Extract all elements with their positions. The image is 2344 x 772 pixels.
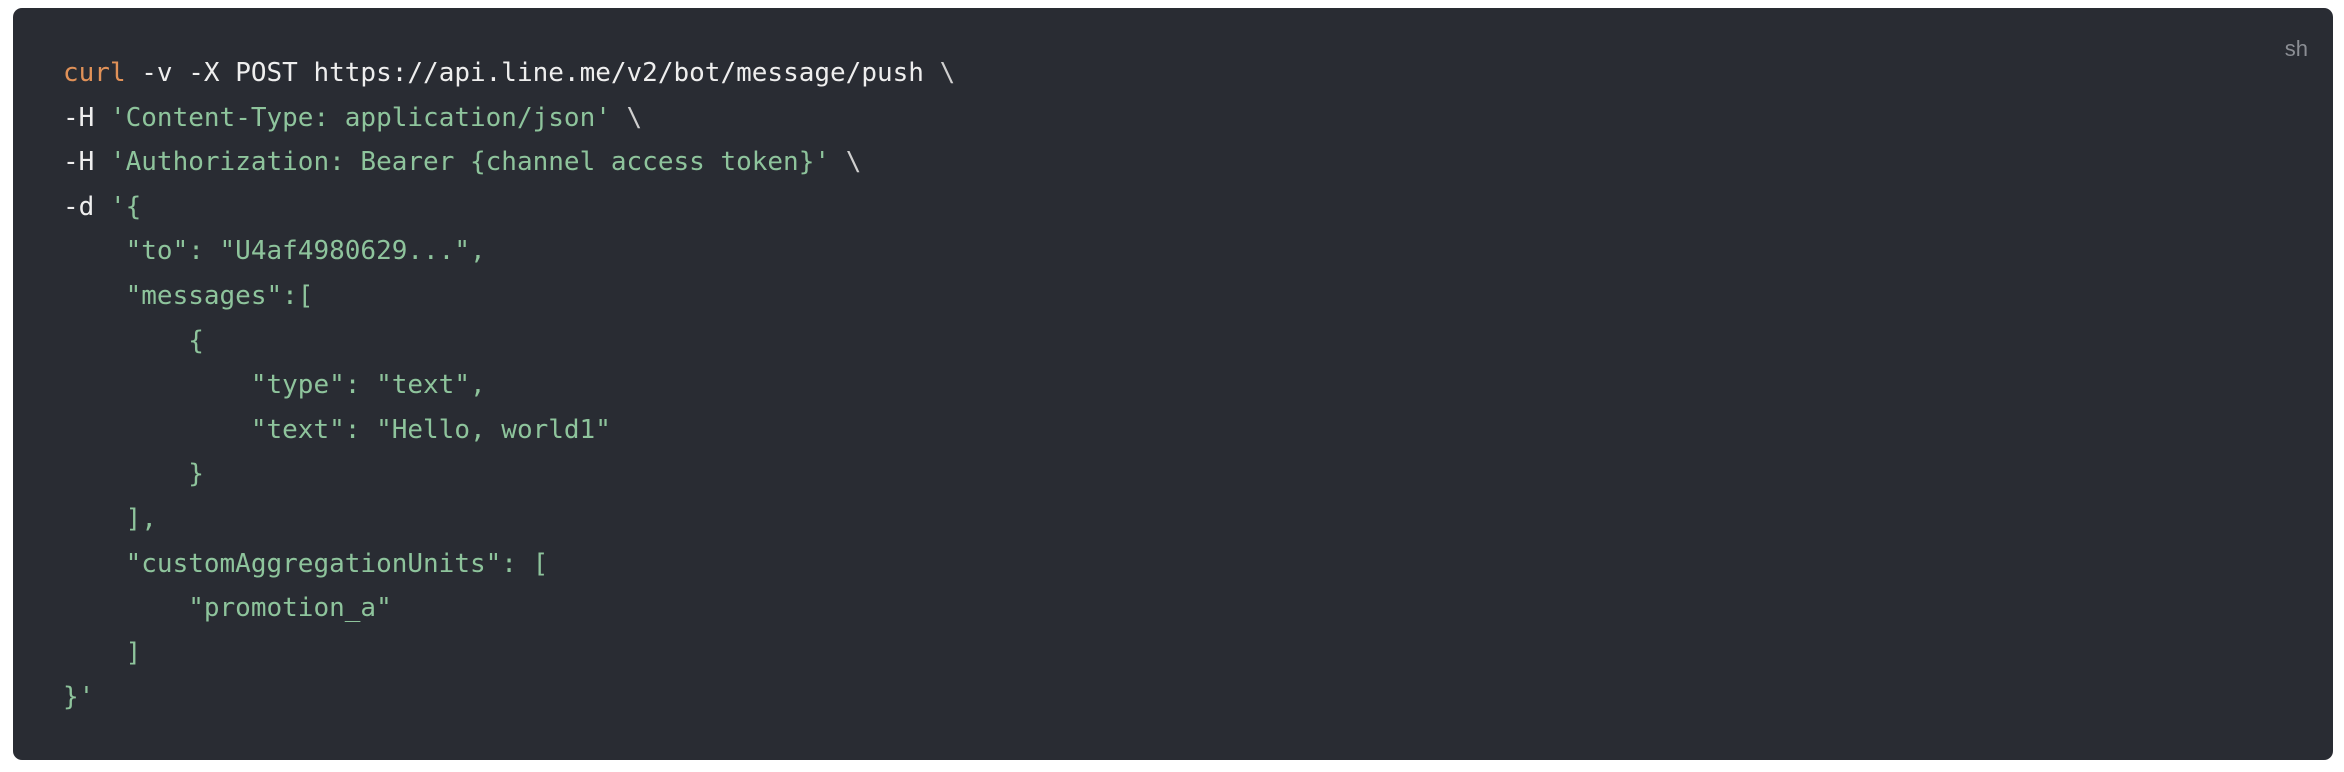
plain-token: -H <box>63 147 110 178</box>
line-continuation-token: \ <box>939 58 956 88</box>
command-token: curl <box>63 58 126 88</box>
string-token: "type": "text", <box>63 370 486 401</box>
code-line: curl -v -X POST https://api.line.me/v2/b… <box>63 51 955 96</box>
string-token: } <box>63 459 204 490</box>
code-block: sh curl -v -X POST https://api.line.me/v… <box>13 8 2333 760</box>
code-line: { <box>63 319 955 364</box>
string-token: "customAggregationUnits": [ <box>63 548 549 579</box>
code-line: "customAggregationUnits": [ <box>63 542 955 587</box>
code-line: "promotion_a" <box>63 586 955 631</box>
code-line: ] <box>63 631 955 676</box>
string-token: ] <box>63 637 142 668</box>
string-token: '{ <box>109 191 142 222</box>
string-token: 'Authorization: Bearer {channel access t… <box>109 147 831 178</box>
plain-token: -d <box>63 191 110 222</box>
string-token: "to": "U4af4980629...", <box>63 236 486 267</box>
string-token: "messages":[ <box>63 280 314 311</box>
code-content[interactable]: curl -v -X POST https://api.line.me/v2/b… <box>63 51 955 720</box>
string-token: "promotion_a" <box>63 593 392 624</box>
string-token: }' <box>63 682 95 713</box>
string-token: "text": "Hello, world1" <box>63 414 611 445</box>
string-token: ], <box>63 503 157 534</box>
language-label: sh <box>2284 36 2308 61</box>
code-line: -d '{ <box>63 185 955 230</box>
line-continuation-token: \ <box>845 147 862 178</box>
code-line: -H 'Authorization: Bearer {channel acces… <box>63 140 955 185</box>
plain-token: -H <box>63 102 110 133</box>
code-line: "to": "U4af4980629...", <box>63 229 955 274</box>
code-line: -H 'Content-Type: application/json' \ <box>63 96 955 141</box>
string-token: { <box>63 325 204 356</box>
code-line: } <box>63 452 955 497</box>
code-line: "text": "Hello, world1" <box>63 408 955 453</box>
plain-token: -v -X POST https://api.line.me/v2/bot/me… <box>125 58 940 88</box>
line-continuation-token: \ <box>626 102 643 133</box>
string-token: 'Content-Type: application/json' <box>109 102 611 133</box>
code-line: ], <box>63 497 955 542</box>
plain-token <box>830 147 846 177</box>
code-line: "messages":[ <box>63 274 955 319</box>
code-line: "type": "text", <box>63 363 955 408</box>
code-line: }' <box>63 675 955 720</box>
plain-token <box>611 103 627 133</box>
